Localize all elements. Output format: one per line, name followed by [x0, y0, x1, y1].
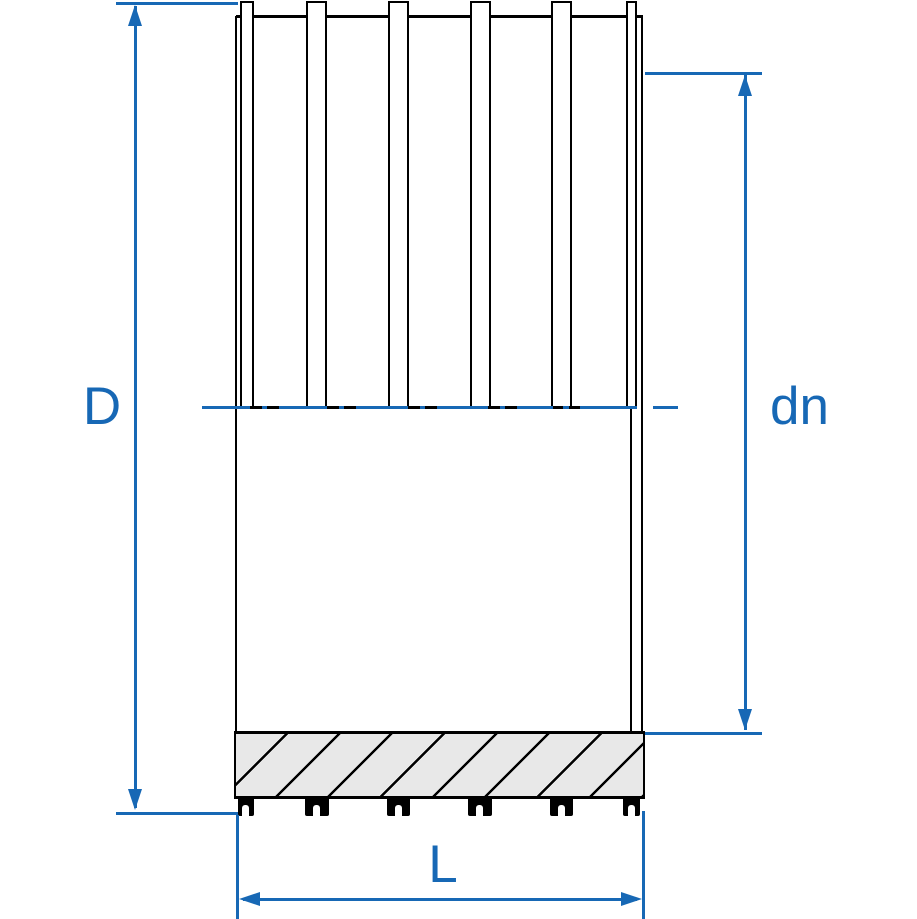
centerline-dash [250, 405, 262, 409]
dim-dn-ext-top [645, 71, 762, 75]
rib-strip [306, 17, 327, 407]
dim-d-ext-bottom [116, 812, 238, 815]
rib-strip [388, 17, 409, 407]
dim-dn-line [743, 75, 747, 730]
rib-foot-notch [242, 805, 249, 816]
dim-dn-ext-bottom [645, 731, 762, 735]
rib-foot-notch [557, 805, 565, 816]
dim-l-line [243, 897, 637, 901]
rib-strip [625, 17, 637, 407]
rib-foot [549, 798, 573, 816]
pipe-wall-left [234, 15, 237, 732]
rib-strip [240, 17, 254, 407]
rib-foot-notch [313, 805, 320, 816]
centerline-dash [344, 405, 356, 409]
rib-tab [551, 1, 572, 18]
rib-tab [469, 1, 491, 18]
rib-foot [386, 798, 410, 816]
pipe-wall-right-inner [629, 406, 632, 732]
rib-strip [469, 17, 491, 407]
rib-foot [305, 798, 329, 816]
rib-strip [551, 17, 572, 407]
dim-dn-label: dn [770, 377, 829, 436]
centerline-dash [327, 405, 339, 409]
rib-foot-notch [628, 805, 635, 816]
pipe-top-edge [236, 15, 643, 18]
pipe-wall-right-outer [640, 15, 643, 732]
rib-foot [623, 798, 640, 816]
dim-l-ext-left [235, 814, 239, 919]
centerline-dash [425, 405, 437, 409]
rib-foot [238, 798, 254, 816]
centerline-dash [267, 405, 279, 409]
dim-d-label: D [82, 377, 122, 436]
dim-l-ext-right [641, 811, 645, 919]
dim-dn-arrowhead-bottom [738, 709, 752, 730]
centerline-dash [505, 405, 517, 409]
dim-dn-arrowhead-top [738, 74, 752, 96]
rib-tab [388, 1, 409, 18]
dim-d-arrowhead-bottom [128, 789, 142, 810]
dim-d-ext-top [116, 2, 238, 5]
dim-l-label: L [428, 835, 458, 894]
dim-l-arrowhead-left [238, 892, 260, 906]
rib-tab [240, 1, 254, 18]
rib-foot-notch [476, 805, 483, 816]
rib-tab [625, 1, 637, 18]
dim-d-line [133, 6, 137, 808]
centerline-dash [488, 405, 500, 409]
centerline-dash [553, 405, 563, 409]
dim-l-arrowhead-right [620, 892, 642, 906]
centerline-dash [569, 405, 580, 409]
centerline-dash [408, 405, 420, 409]
rib-tab [306, 1, 327, 18]
centerline-tail [653, 405, 678, 409]
rib-foot-notch [394, 805, 402, 816]
dim-d-arrowhead-top [128, 5, 142, 26]
socket-section-band [233, 731, 645, 799]
rib-foot [468, 798, 492, 816]
